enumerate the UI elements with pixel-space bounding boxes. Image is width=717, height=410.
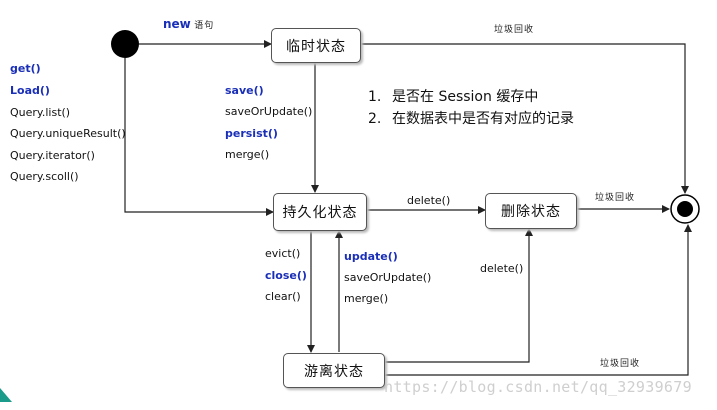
watermark: https://blog.csdn.net/qq_32939679 xyxy=(384,378,692,396)
save-method-persist: persist() xyxy=(225,127,278,140)
query-method-load: Load() xyxy=(10,84,50,97)
save-method-save: save() xyxy=(225,84,264,97)
initial-state-node xyxy=(111,30,139,58)
new-statement-label: new 语句 xyxy=(163,17,214,33)
arrow-delete-side xyxy=(385,228,533,363)
new-suffix: 语句 xyxy=(194,21,215,31)
delete-side-label: delete() xyxy=(480,262,524,275)
note-2-text: 在数据表中是否有对应的记录 xyxy=(392,111,574,127)
evict-method-clear: clear() xyxy=(265,290,301,303)
delete-top-label: delete() xyxy=(407,194,451,207)
state-detached-label: 游离状态 xyxy=(304,363,364,380)
query-method-get: get() xyxy=(10,62,41,75)
state-removed: 删除状态 xyxy=(485,193,577,229)
arrow-query xyxy=(124,58,274,216)
gc-middle-label: 垃圾回收 xyxy=(595,193,636,203)
update-method-update: update() xyxy=(344,250,398,263)
gc-top-label: 垃圾回收 xyxy=(494,25,535,35)
evict-method-close: close() xyxy=(265,269,307,282)
note-2-number: 2. xyxy=(368,111,382,127)
state-transient: 临时状态 xyxy=(271,28,361,63)
query-method-scoll: Query.scoll() xyxy=(10,170,79,183)
state-persistent-label: 持久化状态 xyxy=(282,205,358,221)
save-method-saveorupdate: saveOrUpdate() xyxy=(225,105,313,118)
note-1-text: 是否在 Session 缓存中 xyxy=(392,89,539,105)
arrow-gc-top xyxy=(361,43,689,194)
query-method-unique: Query.uniqueResult() xyxy=(10,127,126,140)
corner-decoration xyxy=(0,388,12,402)
update-method-saveorupdate: saveOrUpdate() xyxy=(344,271,432,284)
state-transient-label: 临时状态 xyxy=(286,38,346,55)
state-removed-label: 删除状态 xyxy=(501,204,561,220)
final-state-node-inner xyxy=(677,201,693,217)
state-detached: 游离状态 xyxy=(283,353,385,388)
state-persistent: 持久化状态 xyxy=(273,193,367,231)
gc-bottom-label: 垃圾回收 xyxy=(600,359,641,369)
query-method-iterator: Query.iterator() xyxy=(10,149,95,162)
note-1-number: 1. xyxy=(368,89,382,105)
evict-method-evict: evict() xyxy=(265,247,301,260)
save-method-merge: merge() xyxy=(225,148,270,161)
note-1: 1. 是否在 Session 缓存中 xyxy=(368,86,538,106)
arrow-gc-bottom xyxy=(385,224,692,376)
query-method-list: Query.list() xyxy=(10,106,71,119)
note-2: 2. 在数据表中是否有对应的记录 xyxy=(368,108,574,128)
update-method-merge: merge() xyxy=(344,292,389,305)
new-keyword: new xyxy=(163,17,191,31)
